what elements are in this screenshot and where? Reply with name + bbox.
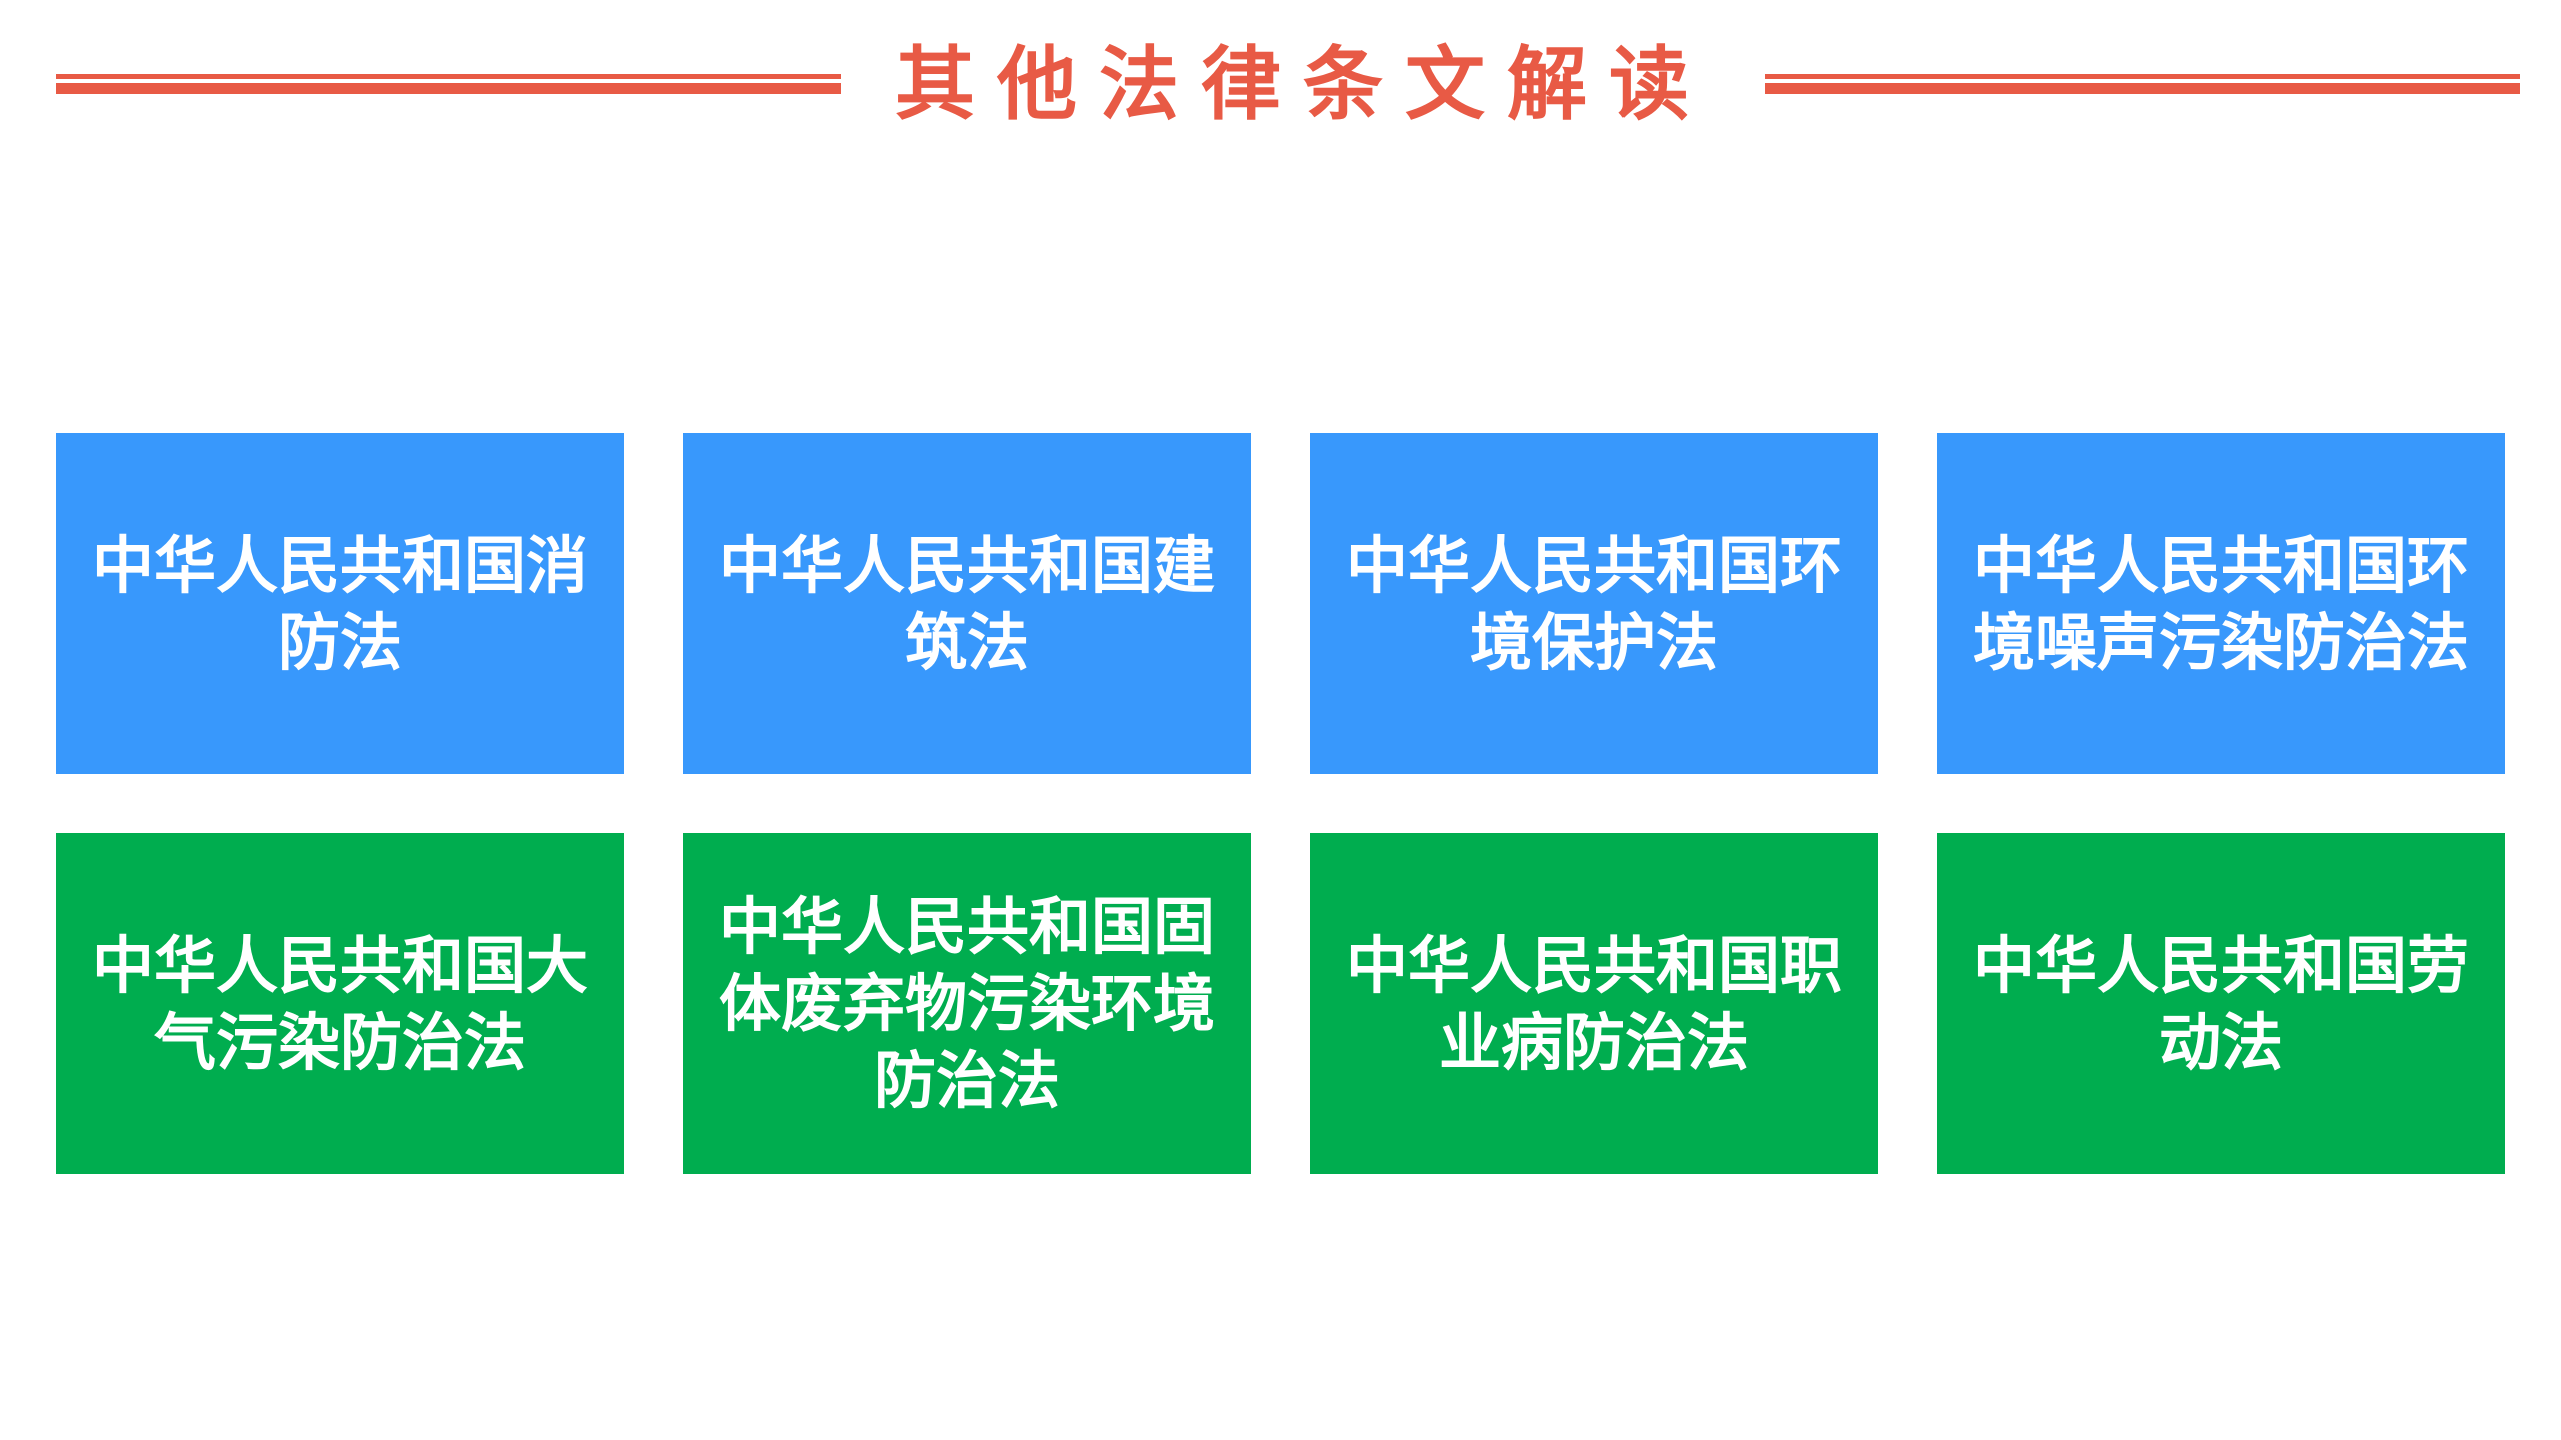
page-title: 其他法律条文解读 — [895, 38, 1711, 131]
law-card-solid-waste[interactable]: 中华人民共和国固体废弃物污染环境防治法 — [683, 833, 1251, 1174]
law-card-label: 中华人民共和国环境噪声污染防治法 — [1972, 528, 2469, 679]
law-card-air-pollution[interactable]: 中华人民共和国大气污染防治法 — [56, 833, 624, 1174]
law-card-occupational-disease[interactable]: 中华人民共和国职业病防治法 — [1310, 833, 1878, 1174]
law-card-construction[interactable]: 中华人民共和国建筑法 — [683, 433, 1251, 774]
law-card-label: 中华人民共和国环境保护法 — [1345, 528, 1842, 679]
title-divider-left — [56, 74, 841, 94]
law-card-labor[interactable]: 中华人民共和国劳动法 — [1937, 833, 2505, 1174]
law-card-noise-pollution[interactable]: 中华人民共和国环境噪声污染防治法 — [1937, 433, 2505, 774]
law-card-label: 中华人民共和国固体废弃物污染环境防治法 — [718, 890, 1215, 1117]
law-card-label: 中华人民共和国职业病防治法 — [1345, 928, 1842, 1079]
law-card-fire-protection[interactable]: 中华人民共和国消防法 — [56, 433, 624, 774]
law-card-label: 中华人民共和国大气污染防治法 — [91, 928, 588, 1079]
law-card-label: 中华人民共和国劳动法 — [1972, 928, 2469, 1079]
law-card-label: 中华人民共和国建筑法 — [718, 528, 1215, 679]
law-card-environmental-protection[interactable]: 中华人民共和国环境保护法 — [1310, 433, 1878, 774]
law-card-label: 中华人民共和国消防法 — [91, 528, 588, 679]
title-divider-right — [1765, 74, 2520, 94]
